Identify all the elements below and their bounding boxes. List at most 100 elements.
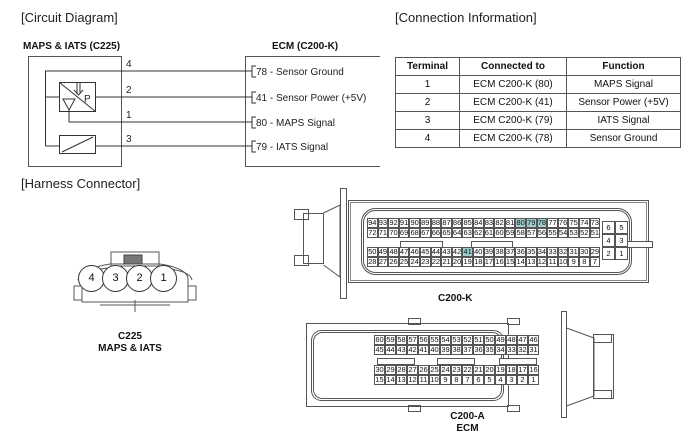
c200k-label: C200-K bbox=[438, 293, 473, 304]
c225-label-name: MAPS & IATS bbox=[98, 343, 162, 354]
c200k-side-pin: 2 bbox=[602, 247, 615, 260]
c200k-pin: 92 bbox=[388, 218, 399, 228]
c200k-pin: 26 bbox=[388, 257, 399, 267]
c200k-pin: 82 bbox=[494, 218, 505, 228]
c200k-pin: 81 bbox=[504, 218, 516, 228]
c200k-pin: 36 bbox=[515, 247, 526, 257]
c200k-pin: 17 bbox=[483, 257, 495, 267]
table-row: 1 ECM C200-K (80) MAPS Signal bbox=[395, 75, 681, 94]
c200k-pin: 85 bbox=[462, 218, 473, 228]
c200a-pin: 24 bbox=[440, 365, 451, 375]
c200k-pin: 41 bbox=[462, 247, 473, 257]
header-function: Function bbox=[566, 57, 681, 76]
c200k-pin: 83 bbox=[483, 218, 495, 228]
c200k-pin: 39 bbox=[483, 247, 495, 257]
c200k-pin: 45 bbox=[420, 247, 431, 257]
c200k-pin: 59 bbox=[504, 228, 516, 238]
c200k-pin: 8 bbox=[579, 257, 590, 267]
c200k-pin: 30 bbox=[579, 247, 590, 257]
c200k-pin: 18 bbox=[473, 257, 484, 267]
c200k-connector-body bbox=[294, 188, 649, 299]
connection-table: Terminal Connected to Function 1 ECM C20… bbox=[395, 57, 681, 148]
c225-lock-tab bbox=[123, 254, 143, 265]
c200a-pin: 46 bbox=[528, 335, 539, 345]
ecm-box bbox=[245, 56, 380, 167]
connector-slot bbox=[471, 241, 513, 248]
c200a-pin: 15 bbox=[374, 375, 385, 385]
c200a-pin: 4 bbox=[495, 375, 506, 385]
table-header-row: Terminal Connected to Function bbox=[395, 57, 681, 76]
c200a-pin: 51 bbox=[473, 335, 484, 345]
c200k-pin: 22 bbox=[430, 257, 442, 267]
c200a-pin: 34 bbox=[495, 345, 506, 355]
c200k-pin: 25 bbox=[398, 257, 410, 267]
c200k-pin: 15 bbox=[504, 257, 516, 267]
c200k-pin: 35 bbox=[526, 247, 537, 257]
c200a-pin: 55 bbox=[429, 335, 440, 345]
c200k-side-pin: 3 bbox=[615, 234, 628, 247]
c200k-pin: 28 bbox=[367, 257, 378, 267]
c200a-pin: 41 bbox=[418, 345, 429, 355]
c200k-pin: 44 bbox=[430, 247, 442, 257]
c200k-side-pin: 4 bbox=[602, 234, 615, 247]
c200a-pin: 40 bbox=[429, 345, 440, 355]
c200k-pin: 73 bbox=[589, 218, 601, 228]
c200a-pin: 7 bbox=[462, 375, 473, 385]
c200a-pin: 13 bbox=[396, 375, 407, 385]
connected-to-cell: ECM C200-K (79) bbox=[459, 111, 567, 130]
c200k-side-pin: 1 bbox=[615, 247, 628, 260]
c200a-pin: 26 bbox=[418, 365, 429, 375]
c200k-pin: 19 bbox=[462, 257, 473, 267]
c200k-pin: 76 bbox=[557, 218, 569, 228]
c200a-pin: 30 bbox=[374, 365, 385, 375]
c200a-pin: 6 bbox=[473, 375, 484, 385]
c200k-pin: 24 bbox=[409, 257, 420, 267]
c200a-pin: 47 bbox=[517, 335, 528, 345]
c200a-pin: 45 bbox=[374, 345, 385, 355]
c200k-pin: 58 bbox=[515, 228, 526, 238]
c200a-pin: 33 bbox=[506, 345, 517, 355]
c200a-label: C200-A ECM bbox=[425, 411, 510, 435]
c200a-pin: 44 bbox=[385, 345, 396, 355]
connection-info-heading: [Connection Information] bbox=[395, 10, 537, 25]
c200a-label-name: ECM bbox=[456, 423, 479, 434]
c200k-pin: 87 bbox=[441, 218, 452, 228]
connector-slot bbox=[499, 358, 537, 365]
ecm-pin-label: 80 - MAPS Signal bbox=[256, 118, 335, 129]
c200k-pin: 42 bbox=[451, 247, 463, 257]
terminal-cell: 1 bbox=[395, 75, 460, 94]
c200a-pin: 43 bbox=[396, 345, 407, 355]
terminal-cell: 2 bbox=[395, 93, 460, 112]
connector-slot bbox=[377, 358, 415, 365]
c200a-pin: 10 bbox=[429, 375, 440, 385]
c200k-side-pin: 5 bbox=[615, 221, 628, 234]
circuit-diagram-heading: [Circuit Diagram] bbox=[21, 10, 118, 25]
c200a-pin: 58 bbox=[396, 335, 407, 345]
c200k-pin: 13 bbox=[526, 257, 537, 267]
c200k-pin: 21 bbox=[441, 257, 452, 267]
harness-connector-heading: [Harness Connector] bbox=[21, 176, 141, 191]
c200a-pin: 23 bbox=[451, 365, 462, 375]
c200k-pin: 68 bbox=[409, 228, 420, 238]
c200k-pin: 65 bbox=[441, 228, 452, 238]
c200k-pin: 57 bbox=[526, 228, 537, 238]
c200a-pin: 52 bbox=[462, 335, 473, 345]
c200a-pin: 54 bbox=[440, 335, 451, 345]
c200a-pin: 49 bbox=[495, 335, 506, 345]
c200k-pin: 61 bbox=[483, 228, 495, 238]
c200k-pin: 46 bbox=[409, 247, 420, 257]
c200a-pin: 20 bbox=[484, 365, 495, 375]
c200k-pin: 37 bbox=[504, 247, 516, 257]
pressure-label: P bbox=[84, 94, 91, 105]
c200a-pin: 5 bbox=[484, 375, 495, 385]
c200k-pin: 64 bbox=[451, 228, 463, 238]
c200k-pin: 69 bbox=[398, 228, 410, 238]
connector-slot bbox=[437, 358, 475, 365]
c200k-pin: 29 bbox=[589, 247, 601, 257]
c200k-pin: 11 bbox=[547, 257, 558, 267]
c200k-pin: 52 bbox=[579, 228, 590, 238]
sensor-pin-4: 4 bbox=[126, 59, 132, 70]
c200k-pin: 84 bbox=[473, 218, 484, 228]
c200a-label-id: C200-A bbox=[450, 411, 485, 422]
function-cell: Sensor Ground bbox=[566, 129, 681, 148]
